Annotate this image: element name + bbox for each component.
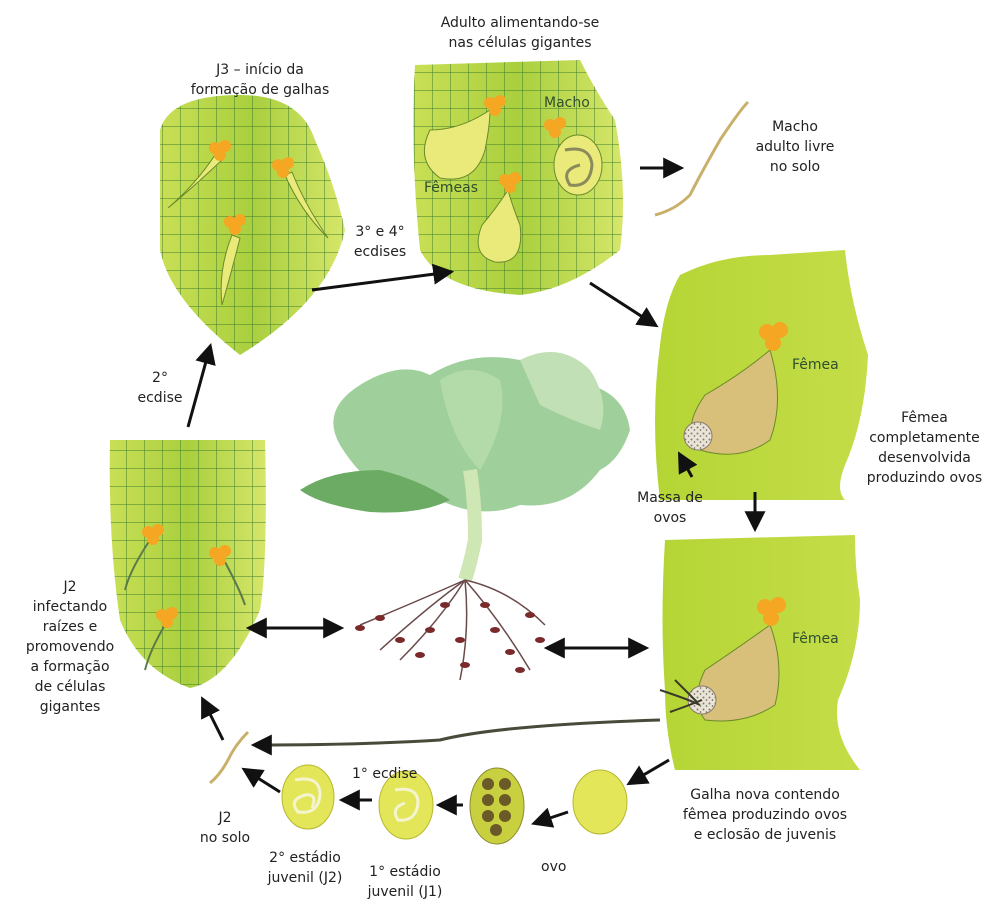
egg-mass-label: Massa de ovos xyxy=(620,488,720,528)
juvenile-return-arrow xyxy=(255,720,660,745)
new-gall-line-2: fêmea produzindo ovos xyxy=(660,805,870,825)
free-male-line-3: no solo xyxy=(740,157,850,177)
j2-infecting-line-6: de células xyxy=(20,677,120,697)
host-plant-illustration xyxy=(300,352,630,680)
egg-mass-line-2: ovos xyxy=(620,508,720,528)
egg-label: ovo xyxy=(541,857,566,877)
j2-infecting-line-1: J2 xyxy=(20,577,120,597)
ecdises-3-4-label: 3° e 4° ecdises xyxy=(340,222,420,262)
new-gall-label: Galha nova contendo fêmea produzindo ovo… xyxy=(660,785,870,845)
single-egg xyxy=(573,770,627,834)
free-male-line-2: adulto livre xyxy=(740,137,850,157)
stage-1-line-2: juvenil (J1) xyxy=(350,882,460,902)
ecdises-3-4-line-1: 3° e 4° xyxy=(340,222,420,242)
j2-soil-line-2: no solo xyxy=(190,828,260,848)
free-male-nematode xyxy=(655,102,748,215)
female-developed-line-3: desenvolvida xyxy=(862,448,987,468)
ecdises-3-4-line-2: ecdises xyxy=(340,242,420,262)
stage-2-line-1: 2° estádio xyxy=(250,848,360,868)
free-male-line-1: Macho xyxy=(740,117,850,137)
j2-soil-nematode xyxy=(210,732,248,783)
j3-title: J3 – início da formação de galhas xyxy=(160,60,360,100)
ecdise-1-label: 1° ecdise xyxy=(352,764,417,784)
female-label-lower: Fêmea xyxy=(792,629,839,649)
egg-mass-line-1: Massa de xyxy=(620,488,720,508)
stage-1-label: 1° estádio juvenil (J1) xyxy=(350,862,460,902)
j2-infecting-line-3: raízes e xyxy=(20,617,120,637)
stage-1-line-1: 1° estádio xyxy=(350,862,460,882)
adult-title: Adulto alimentando-se nas células gigant… xyxy=(400,13,640,53)
ecdise-2-line-2: ecdise xyxy=(125,388,195,408)
j3-title-line-2: formação de galhas xyxy=(160,80,360,100)
females-label: Fêmeas xyxy=(424,178,478,198)
new-gall-line-1: Galha nova contendo xyxy=(660,785,870,805)
male-label: Macho xyxy=(544,93,590,113)
j2-soil-line-1: J2 xyxy=(190,808,260,828)
j3-root-illustration xyxy=(150,90,350,360)
j2-infecting-line-2: infectando xyxy=(20,597,120,617)
mature-female-gall xyxy=(655,250,868,500)
j2-infecting-line-5: a formação xyxy=(20,657,120,677)
j3-title-line-1: J3 – início da xyxy=(160,60,360,80)
female-developed-line-4: produzindo ovos xyxy=(862,468,987,488)
female-developed-label: Fêmea completamente desenvolvida produzi… xyxy=(862,408,987,488)
root-knots xyxy=(355,602,545,673)
j2-egg-stage xyxy=(282,765,334,829)
egg-mass xyxy=(684,422,712,450)
developing-egg xyxy=(470,768,524,844)
adult-title-line-1: Adulto alimentando-se xyxy=(400,13,640,33)
adult-title-line-2: nas células gigantes xyxy=(400,33,640,53)
female-developed-line-2: completamente xyxy=(862,428,987,448)
female-label-upper: Fêmea xyxy=(792,355,839,375)
female-developed-line-1: Fêmea xyxy=(862,408,987,428)
j2-soil-label: J2 no solo xyxy=(190,808,260,848)
infected-roots xyxy=(360,580,545,680)
stage-2-label: 2° estádio juvenil (J2) xyxy=(250,848,360,888)
j2-infecting-label: J2 infectando raízes e promovendo a form… xyxy=(20,577,120,717)
free-male-label: Macho adulto livre no solo xyxy=(740,117,850,177)
j2-infecting-line-7: gigantes xyxy=(20,697,120,717)
stage-2-line-2: juvenil (J2) xyxy=(250,868,360,888)
j2-infecting-line-4: promovendo xyxy=(20,637,120,657)
ecdise-2-label: 2° ecdise xyxy=(125,368,195,408)
new-gall-line-3: e eclosão de juvenis xyxy=(660,825,870,845)
new-gall-illustration xyxy=(660,535,860,770)
ecdise-2-line-1: 2° xyxy=(125,368,195,388)
j2-root-illustration xyxy=(100,430,275,695)
